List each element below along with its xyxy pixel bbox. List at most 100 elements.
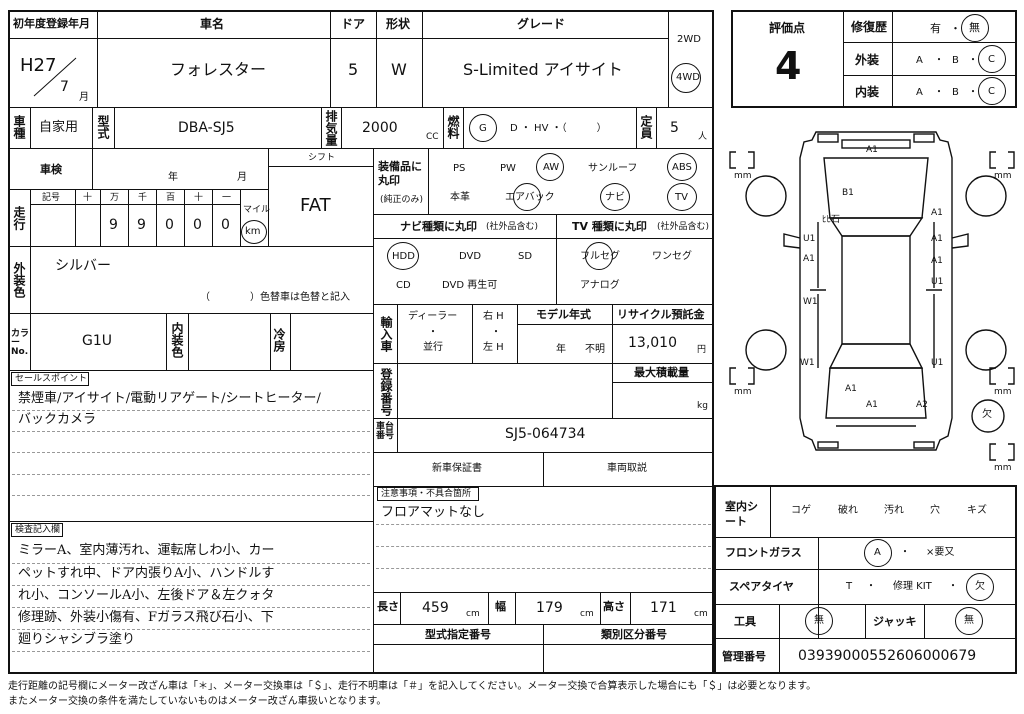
management-number-label: 管理番号 (722, 650, 766, 663)
reg-month: 7 (60, 79, 69, 95)
car-name-label: 車名 (200, 17, 225, 31)
nav-dvd: DVD (459, 251, 482, 262)
import-dealer: ディーラー (408, 311, 458, 322)
width-label: 幅 (495, 600, 506, 613)
warranty-book: 新車保証書 (432, 463, 482, 474)
seat-hole: 穴 (930, 505, 940, 516)
int-sep-2: ・ (968, 87, 978, 98)
reg-date-slash (33, 57, 77, 97)
door-count: 5 (348, 60, 359, 79)
tire-mm-unit: mm (994, 463, 1012, 473)
tv-analog: アナログ (580, 280, 620, 291)
score-label: 評価点 (769, 21, 806, 35)
spare-kit: 修理 KIT (893, 581, 932, 592)
equip-leather: 本革 (450, 192, 470, 203)
int-sep-1: ・ (934, 87, 944, 98)
ext-sep-2: ・ (968, 55, 978, 66)
tools-label: 工具 (734, 615, 756, 628)
hand-dot: ・ (491, 327, 501, 338)
max-load-label: 最大積載量 (634, 366, 689, 379)
windshield-rest: ×要又 (926, 547, 955, 558)
windshield-dot: ・ (900, 547, 910, 558)
tire-mm-unit: mm (994, 387, 1012, 397)
digit-head-0: 十 (83, 193, 93, 203)
drive-2wd: 2WD (677, 34, 701, 45)
digit-head-4: 十 (194, 193, 204, 203)
mileage-label: 走行 (12, 206, 26, 230)
shape-label: 形状 (386, 17, 411, 31)
inspection-note-line: ペットすれ中、ドア内張りA小、ハンドルす (18, 566, 275, 581)
spare-none: 欠 (975, 581, 985, 592)
notes-text: フロアマットなし (381, 505, 486, 520)
recycle-fee: 13,010 (628, 335, 677, 351)
mileage-digit: 0 (165, 217, 174, 233)
equip-ps: PS (453, 163, 466, 174)
length-unit: cm (466, 609, 480, 619)
chassis-label: 車台番号 (376, 422, 395, 441)
class-number-label: 類別区分番号 (601, 628, 667, 641)
equip-navi: ナビ (605, 192, 625, 203)
ext-grade-a: A (916, 55, 923, 66)
nav-type-sub: (社外品含む) (486, 222, 539, 232)
tire-mm-unit: mm (734, 171, 752, 181)
model-year-unknown: 不明 (585, 344, 605, 355)
model-code-label: 型式 (96, 115, 110, 139)
length-value: 459 (422, 600, 449, 616)
ext-grade-c-circle (978, 45, 1006, 73)
spare-none-circle (966, 573, 994, 601)
km-circle (241, 220, 267, 244)
diagram-mark: A1 (803, 254, 815, 264)
diagram-mark: A1 (931, 208, 943, 218)
color-no: G1U (82, 333, 113, 349)
digit-head-5: 一 (222, 193, 232, 203)
nav-type-label: ナビ種類に丸印 (400, 220, 477, 233)
door-label: ドア (341, 17, 366, 31)
footer-note-1: 走行距離の記号欄にメーター改ざん車は「＊」、メーター交換車は「＄」、走行不明車は… (8, 681, 817, 692)
equip-pw: PW (500, 163, 516, 174)
height-unit: cm (694, 609, 708, 619)
inspection-year: 年 (168, 172, 178, 183)
nav-sd: SD (518, 251, 533, 262)
recycle-label: リサイクル預託金 (617, 308, 705, 321)
right-hand: 右 H (483, 311, 504, 322)
diagram-mark: B1 (842, 188, 854, 198)
capacity-unit: 人 (698, 132, 708, 142)
tv-type-label: TV 種類に丸印 (572, 220, 647, 233)
left-hand: 左 H (483, 342, 504, 353)
diagram-mark: W1 (803, 297, 818, 307)
diagram-mark: A1 (931, 256, 943, 266)
fuel-label: 燃料 (446, 115, 460, 139)
reg-number-label: 登録番号 (379, 368, 393, 416)
tv-fullseg: フルセグ (580, 251, 620, 262)
management-number: 03939000552606000679 (798, 648, 977, 664)
repair-no: 無 (969, 21, 980, 34)
displacement-label: 排気量 (324, 110, 338, 146)
spare-t: T (846, 581, 853, 592)
tv-type-sub: (社外品含む) (657, 222, 710, 232)
equip-aw: AW (543, 162, 560, 173)
windshield-a-circle (864, 539, 892, 567)
diagram-mark: A1 (866, 400, 878, 410)
tire-mm-unit: mm (994, 171, 1012, 181)
tire-mm-unit: mm (734, 387, 752, 397)
model-code: DBA-SJ5 (178, 120, 235, 136)
equipment-label: 装備品に丸印 (378, 160, 422, 188)
equip-sunroof: サンルーフ (588, 163, 638, 174)
interior-color-label: 内装色 (170, 322, 184, 358)
km-unit: km (245, 226, 261, 237)
eval-box (731, 10, 1017, 108)
bottom-right-box (714, 485, 1017, 674)
mileage-digit: 9 (137, 217, 146, 233)
width-unit: cm (580, 609, 594, 619)
type-number-label: 型式指定番号 (425, 628, 491, 641)
equip-abs-circle (667, 153, 697, 181)
missing-mark: 欠 (982, 409, 992, 420)
fuel-g-circle (469, 114, 497, 142)
diagram-mark: U1 (803, 234, 816, 244)
tv-oneseg: ワンセグ (652, 251, 692, 262)
equip-navi-circle (600, 183, 630, 211)
car-use-label: 車種 (12, 115, 26, 139)
fuel-g: G (479, 123, 487, 134)
sales-line: バックカメラ (18, 412, 97, 427)
inspection-notes-label: 検査記入欄 (15, 525, 61, 535)
